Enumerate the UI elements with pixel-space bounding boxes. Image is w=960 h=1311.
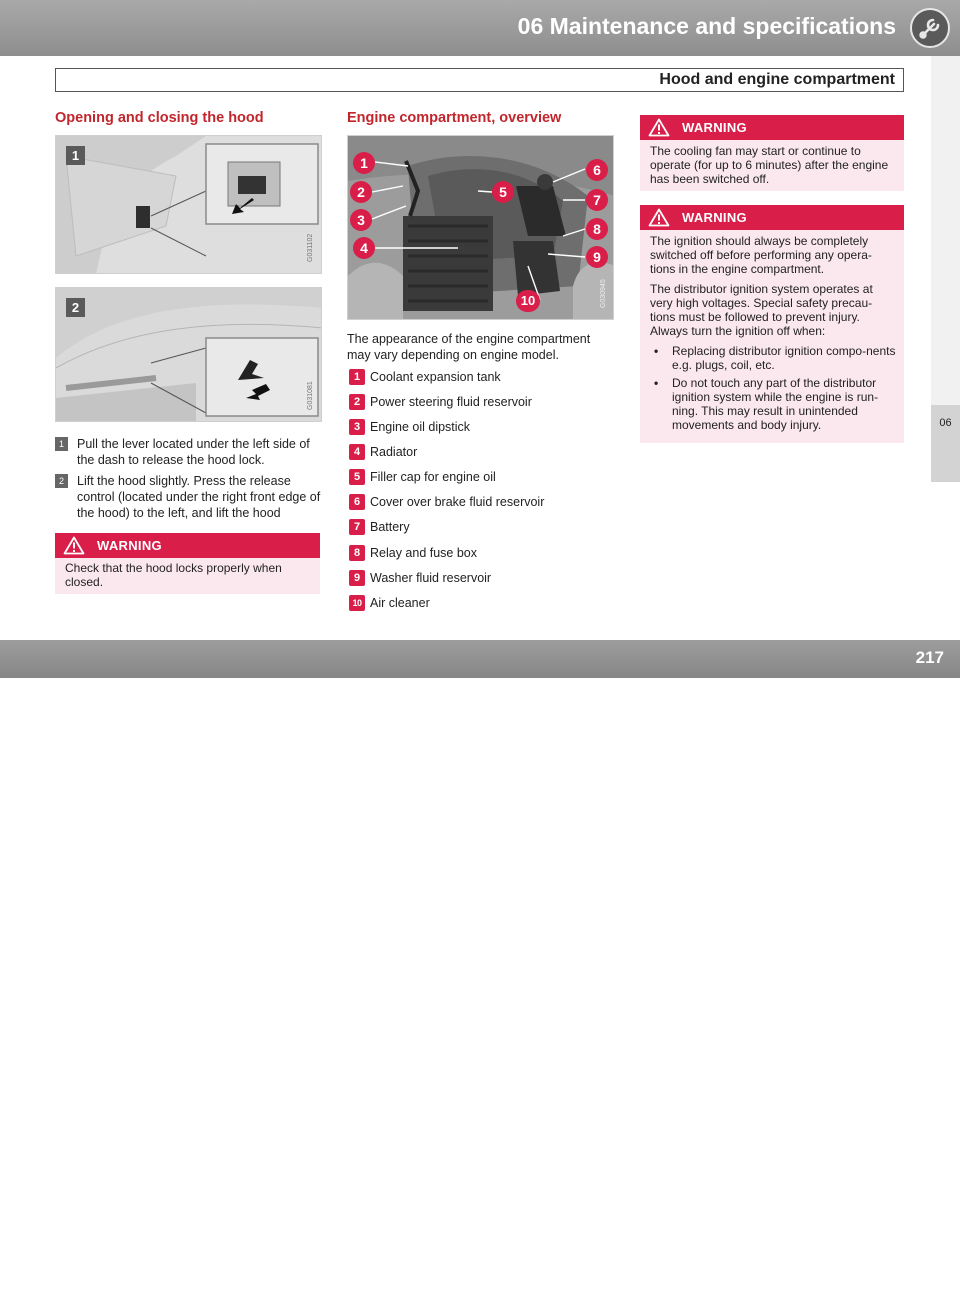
item-label: Washer fluid reservoir: [370, 571, 492, 585]
item-number-badge: 9: [349, 570, 365, 586]
item-number-badge: 7: [349, 519, 365, 535]
figure-step-badge: 1: [66, 146, 85, 165]
warning-header: WARNING: [640, 205, 904, 230]
warning-triangle-icon: [648, 118, 670, 137]
warning-text: The cooling fan may start or continue to…: [650, 144, 889, 186]
warning-content: The ignition should always be completely…: [650, 234, 896, 436]
left-column: Opening and closing the hood: [55, 110, 264, 126]
engine-intro-text: The appearance of the engine compartment…: [347, 332, 591, 362]
item-label: Filler cap for engine oil: [370, 470, 496, 484]
callout-9: 9: [586, 246, 608, 268]
list-item: 8 Relay and fuse box: [349, 545, 609, 563]
item-label: Power steering fluid reservoir: [370, 395, 532, 409]
section-title-box: Hood and engine compartment: [55, 68, 904, 92]
engine-compartment-figure: 1 2 3 4 5 6 7 8 9 10 G030945: [347, 135, 614, 320]
warning-header: WARNING: [640, 115, 904, 140]
list-item: 2 Power steering fluid reservoir: [349, 394, 609, 412]
step-text: Lift the hood slightly. Press the releas…: [77, 474, 321, 520]
hood-release-figure: 2 G031081: [55, 287, 322, 422]
list-item: 4 Radiator: [349, 444, 609, 462]
hood-heading: Opening and closing the hood: [55, 110, 264, 126]
bullet-item: • Do not touch any part of the distribut…: [650, 376, 896, 432]
figure-code: G031081: [307, 381, 314, 410]
warning-title: WARNING: [682, 210, 747, 225]
callout-1: 1: [353, 152, 375, 174]
chapter-title: 06 Maintenance and specifications: [517, 13, 896, 39]
list-item: 9 Washer fluid reservoir: [349, 570, 609, 588]
list-item: 5 Filler cap for engine oil: [349, 469, 609, 487]
item-number-badge: 1: [349, 369, 365, 385]
item-number-badge: 5: [349, 469, 365, 485]
section-title: Hood and engine compartment: [659, 71, 895, 88]
item-label: Air cleaner: [370, 596, 430, 610]
bullet-text: Replacing distributor ignition compo-nen…: [672, 344, 896, 372]
list-item: 6 Cover over brake fluid reservoir: [349, 494, 609, 512]
step-item: 1 Pull the lever located under the left …: [55, 436, 325, 468]
callout-10: 10: [516, 290, 540, 312]
warning-header: WARNING: [55, 533, 320, 558]
page-number: 217: [915, 648, 944, 667]
chapter-side-tab-label: 06: [939, 417, 952, 429]
warning-paragraph: The distributor ignition system operates…: [650, 282, 873, 338]
page-footer-bar: carmanualsonline.info 217: [0, 640, 960, 1310]
callout-7: 7: [586, 189, 608, 211]
item-number-badge: 3: [349, 419, 365, 435]
item-label: Coolant expansion tank: [370, 370, 501, 384]
item-label: Engine oil dipstick: [370, 420, 471, 434]
warning-paragraph: The ignition should always be completely…: [650, 234, 872, 276]
callout-2: 2: [350, 181, 372, 203]
callout-3: 3: [350, 209, 372, 231]
warning-title: WARNING: [97, 538, 162, 553]
callout-8: 8: [586, 218, 608, 240]
step-number: 2: [55, 474, 68, 488]
item-label: Cover over brake fluid reservoir: [370, 495, 545, 509]
list-item: 7 Battery: [349, 519, 609, 537]
bullet-text: Do not touch any part of the distributor…: [672, 376, 879, 432]
callout-5: 5: [492, 181, 514, 203]
chapter-side-tab[interactable]: 06: [931, 405, 960, 482]
callout-6: 6: [586, 159, 608, 181]
item-number-badge: 6: [349, 494, 365, 510]
cooling-fan-warning-box: WARNING The cooling fan may start or con…: [640, 115, 904, 191]
figure-code: G030945: [600, 279, 607, 308]
warning-triangle-icon: [648, 208, 670, 227]
item-label: Battery: [370, 520, 410, 534]
item-number-badge: 10: [349, 595, 365, 611]
item-number-badge: 2: [349, 394, 365, 410]
ignition-warning-box: WARNING The ignition should always be co…: [640, 205, 904, 443]
callout-4: 4: [353, 237, 375, 259]
item-label: Relay and fuse box: [370, 546, 478, 560]
step-number: 1: [55, 437, 68, 451]
list-item: 1 Coolant expansion tank: [349, 369, 609, 387]
hood-warning-box: WARNING Check that the hood locks proper…: [55, 533, 320, 594]
engine-heading: Engine compartment, overview: [347, 110, 562, 126]
hood-lever-figure: 1 G031102: [55, 135, 322, 274]
bullet-item: • Replacing distributor ignition compo-n…: [650, 344, 896, 372]
step-text: Pull the lever located under the left si…: [77, 437, 310, 467]
item-label: Radiator: [370, 445, 418, 459]
warning-title: WARNING: [682, 120, 747, 135]
middle-column: Engine compartment, overview: [347, 110, 561, 126]
bullet-dot: •: [654, 344, 659, 358]
list-item: 3 Engine oil dipstick: [349, 419, 609, 437]
item-number-badge: 4: [349, 444, 365, 460]
item-number-badge: 8: [349, 545, 365, 561]
warning-triangle-icon: [63, 536, 85, 555]
step-item: 2 Lift the hood slightly. Press the rele…: [55, 473, 325, 521]
side-strip: [931, 56, 960, 405]
warning-text: Check that the hood locks properly when …: [65, 561, 282, 589]
watermark-text: carmanualsonline.info: [535, 1290, 727, 1310]
bullet-dot: •: [654, 376, 659, 390]
wrench-icon: [910, 8, 950, 48]
chapter-header-bar: 06 Maintenance and specifications: [0, 0, 960, 56]
figure-step-badge: 2: [66, 298, 85, 317]
list-item: 10 Air cleaner: [349, 595, 609, 613]
figure-code: G031102: [307, 233, 314, 262]
